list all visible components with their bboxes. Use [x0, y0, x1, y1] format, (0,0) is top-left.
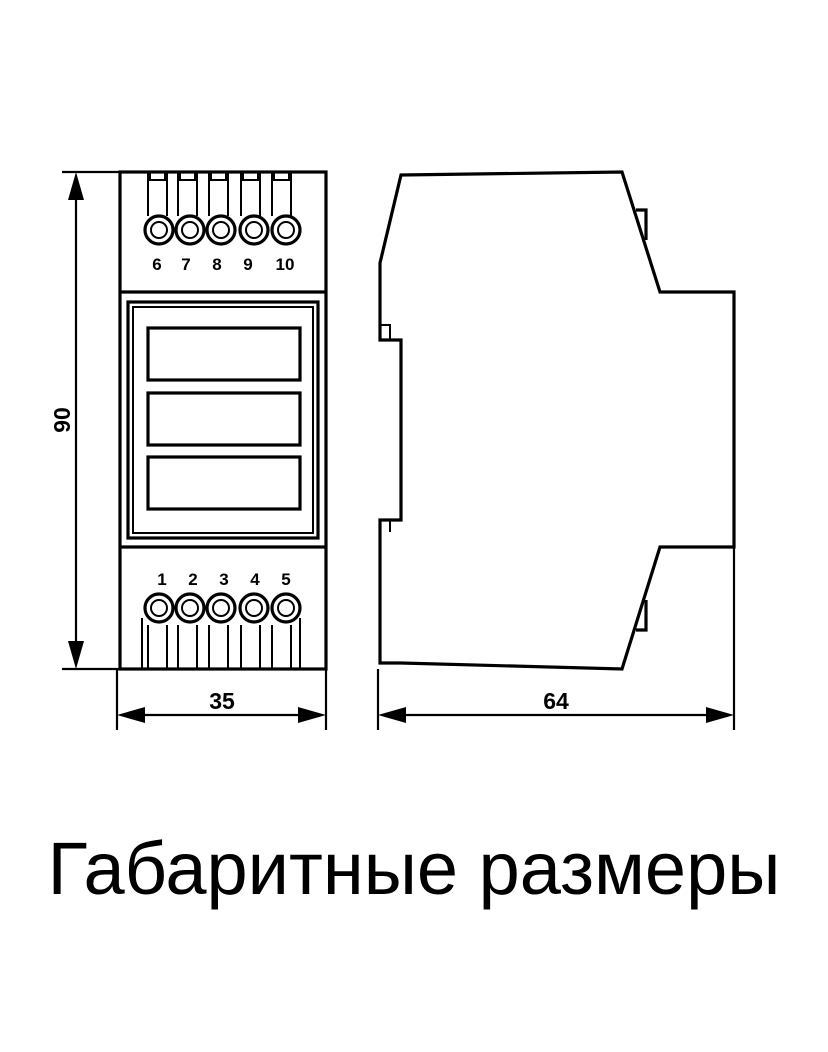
bottom-terminal-block: 1 2 3 4 5 — [141, 570, 302, 669]
height-dimension: 90 — [49, 170, 120, 671]
width-dimension-label: 35 — [209, 688, 235, 714]
display-window-3 — [146, 455, 302, 511]
terminal-label-6: 6 — [152, 255, 161, 274]
top-terminal-block: 6 7 8 9 10 — [143, 172, 302, 274]
display-window-2 — [146, 391, 302, 447]
terminal-label-2: 2 — [188, 570, 197, 589]
depth-dimension: 64 — [376, 547, 736, 730]
front-body-outline — [118, 170, 328, 671]
top-terminal-screws — [143, 214, 302, 246]
side-body-outline — [378, 170, 736, 671]
terminal-label-9: 9 — [243, 255, 252, 274]
terminal-label-4: 4 — [250, 570, 260, 589]
terminal-label-8: 8 — [212, 255, 221, 274]
depth-dimension-label: 64 — [543, 688, 569, 714]
display-panel-outer — [126, 300, 320, 540]
display-window-1 — [146, 326, 302, 382]
height-dimension-label: 90 — [49, 407, 75, 433]
terminal-label-5: 5 — [281, 570, 290, 589]
drawing-caption: Габаритные размеры — [47, 827, 781, 910]
side-view: 64 — [376, 170, 736, 730]
bottom-terminal-screws — [143, 592, 302, 624]
width-dimension: 35 — [115, 669, 328, 730]
front-view: 6 7 8 9 10 1 2 3 4 5 — [49, 170, 328, 730]
display-panel-inner — [132, 306, 314, 534]
terminal-label-10: 10 — [276, 255, 295, 274]
terminal-label-7: 7 — [181, 255, 190, 274]
terminal-label-1: 1 — [157, 570, 166, 589]
terminal-label-3: 3 — [219, 570, 228, 589]
